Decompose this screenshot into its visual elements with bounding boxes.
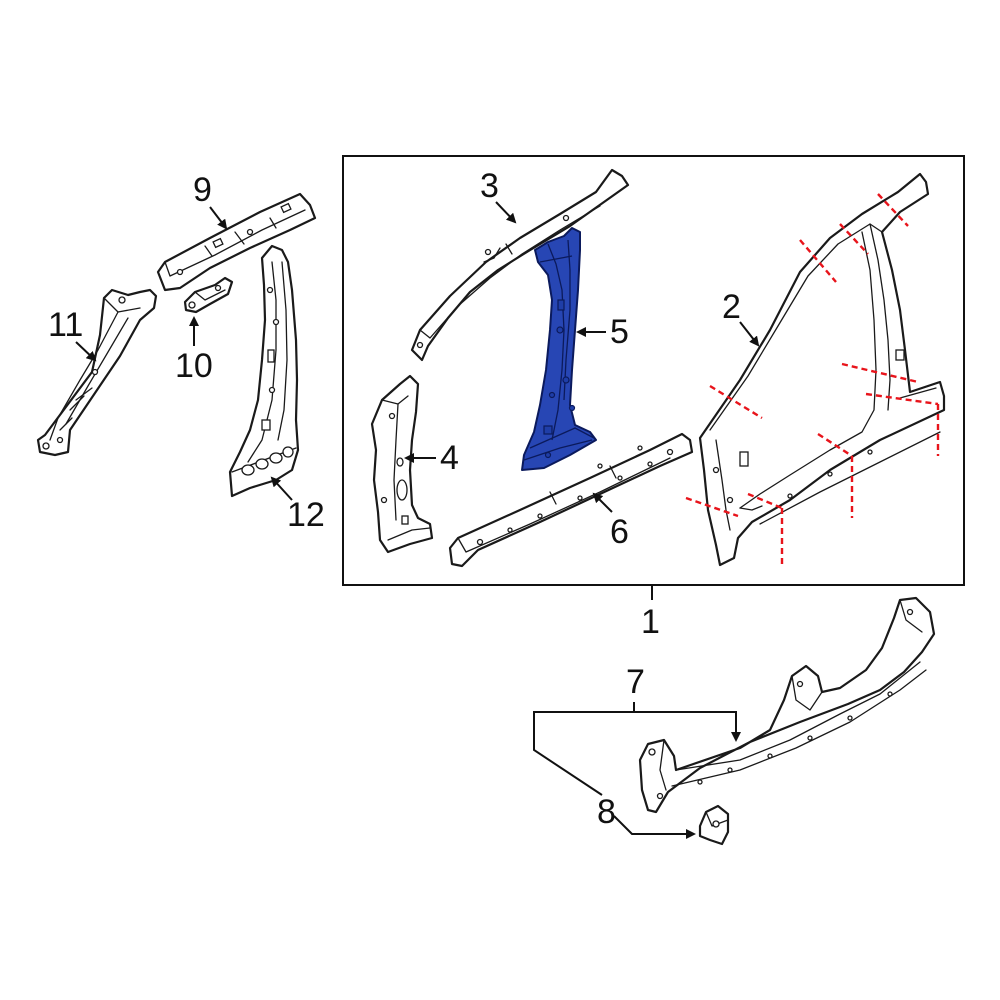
callout-2: 2	[722, 288, 741, 326]
callout-1: 1	[641, 603, 660, 641]
cut-lines	[685, 193, 940, 565]
part-10-bracket[interactable]	[183, 276, 234, 314]
part-2-body-side-outer[interactable]	[698, 172, 946, 567]
part-5-center-pillar-highlighted[interactable]	[521, 227, 597, 471]
callout-5: 5	[610, 313, 629, 351]
callout-12: 12	[287, 496, 325, 534]
callout-11: 11	[48, 306, 83, 344]
callout-9: 9	[193, 171, 212, 209]
callout-4: 4	[440, 439, 459, 477]
leader-2	[739, 321, 760, 347]
leader-12	[270, 476, 293, 501]
assembly-box	[342, 155, 965, 586]
callout-3: 3	[480, 167, 499, 205]
part-3-roof-side-rail[interactable]	[410, 168, 630, 362]
part-11-pillar-reinforcement[interactable]	[36, 288, 158, 457]
callout-6: 6	[610, 513, 629, 551]
part-12-center-pillar-inner[interactable]	[228, 244, 300, 498]
leader-9	[209, 206, 228, 230]
part-6-rocker-reinforcement[interactable]	[448, 432, 694, 568]
leader-7	[533, 702, 635, 796]
part-7-rocker-outer-panel[interactable]	[638, 596, 936, 814]
leader-7-arrow	[634, 711, 741, 742]
leader-3	[495, 201, 517, 224]
part-4-front-pillar-lower[interactable]	[370, 374, 434, 554]
callout-8: 8	[597, 793, 616, 831]
leader-8	[613, 815, 696, 839]
part-9-roof-rail-reinforcement[interactable]	[156, 192, 317, 292]
callout-7: 7	[626, 663, 645, 701]
leader-6	[592, 492, 613, 513]
leader-11	[75, 341, 97, 362]
callout-10: 10	[175, 347, 213, 385]
part-8-rocker-bracket[interactable]	[698, 804, 730, 846]
